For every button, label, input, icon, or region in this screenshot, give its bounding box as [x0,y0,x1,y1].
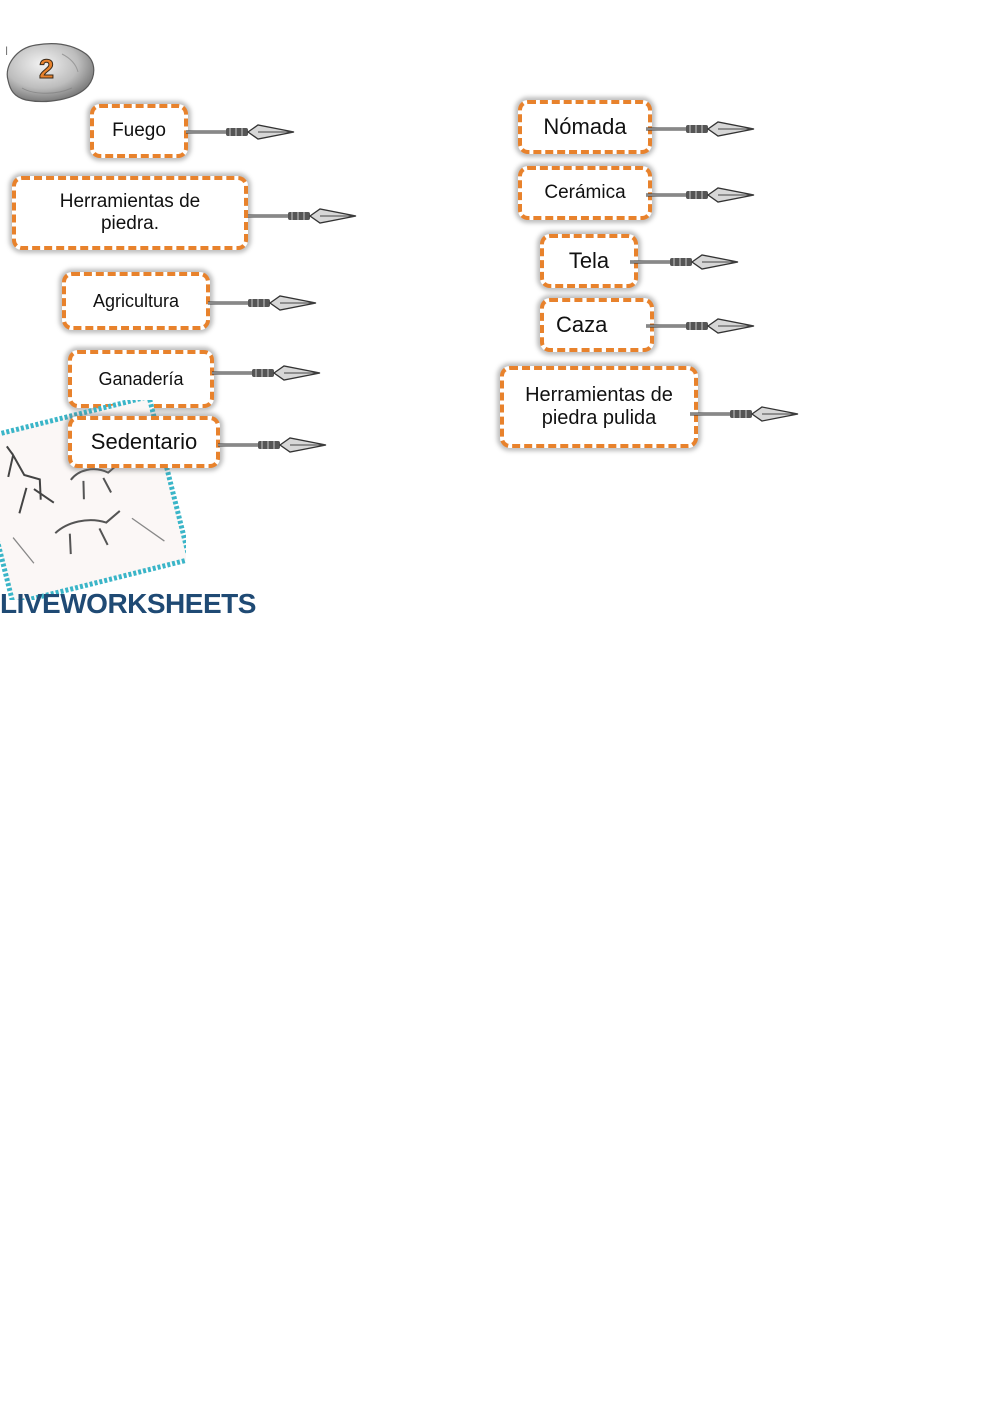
stone-icon [6,43,95,103]
answer-box-agricultura[interactable]: Agricultura [62,272,210,330]
answer-box-nomada[interactable]: Nómada [518,100,652,154]
spear-icon [646,318,755,334]
answer-box-fuego[interactable]: Fuego [90,104,188,158]
answer-box-ceramica[interactable]: Cerámica [518,166,652,220]
spear-icon [690,406,799,422]
corner-mark: ǀ [5,44,9,58]
answer-box-caza[interactable]: Caza [540,298,654,352]
spear-icon [208,295,317,311]
brand-logo-text: LIVEWORKSHEETS [0,588,256,619]
badge-number: 2 [38,54,55,85]
spear-icon [248,208,357,224]
spear-icon [186,124,295,140]
answer-box-tela[interactable]: Tela [540,234,638,288]
answer-box-herramientas-piedra[interactable]: Herramientas de piedra. [12,176,248,250]
spear-icon [212,365,321,381]
spear-icon [218,437,327,453]
spear-icon [630,254,739,270]
spear-icon [646,187,755,203]
answer-box-sedentario[interactable]: Sedentario [68,416,220,468]
answer-box-herramientas-pulida[interactable]: Herramientas de piedra pulida [500,366,698,448]
spear-icon [646,121,755,137]
stone-badge: 2 [2,40,97,104]
